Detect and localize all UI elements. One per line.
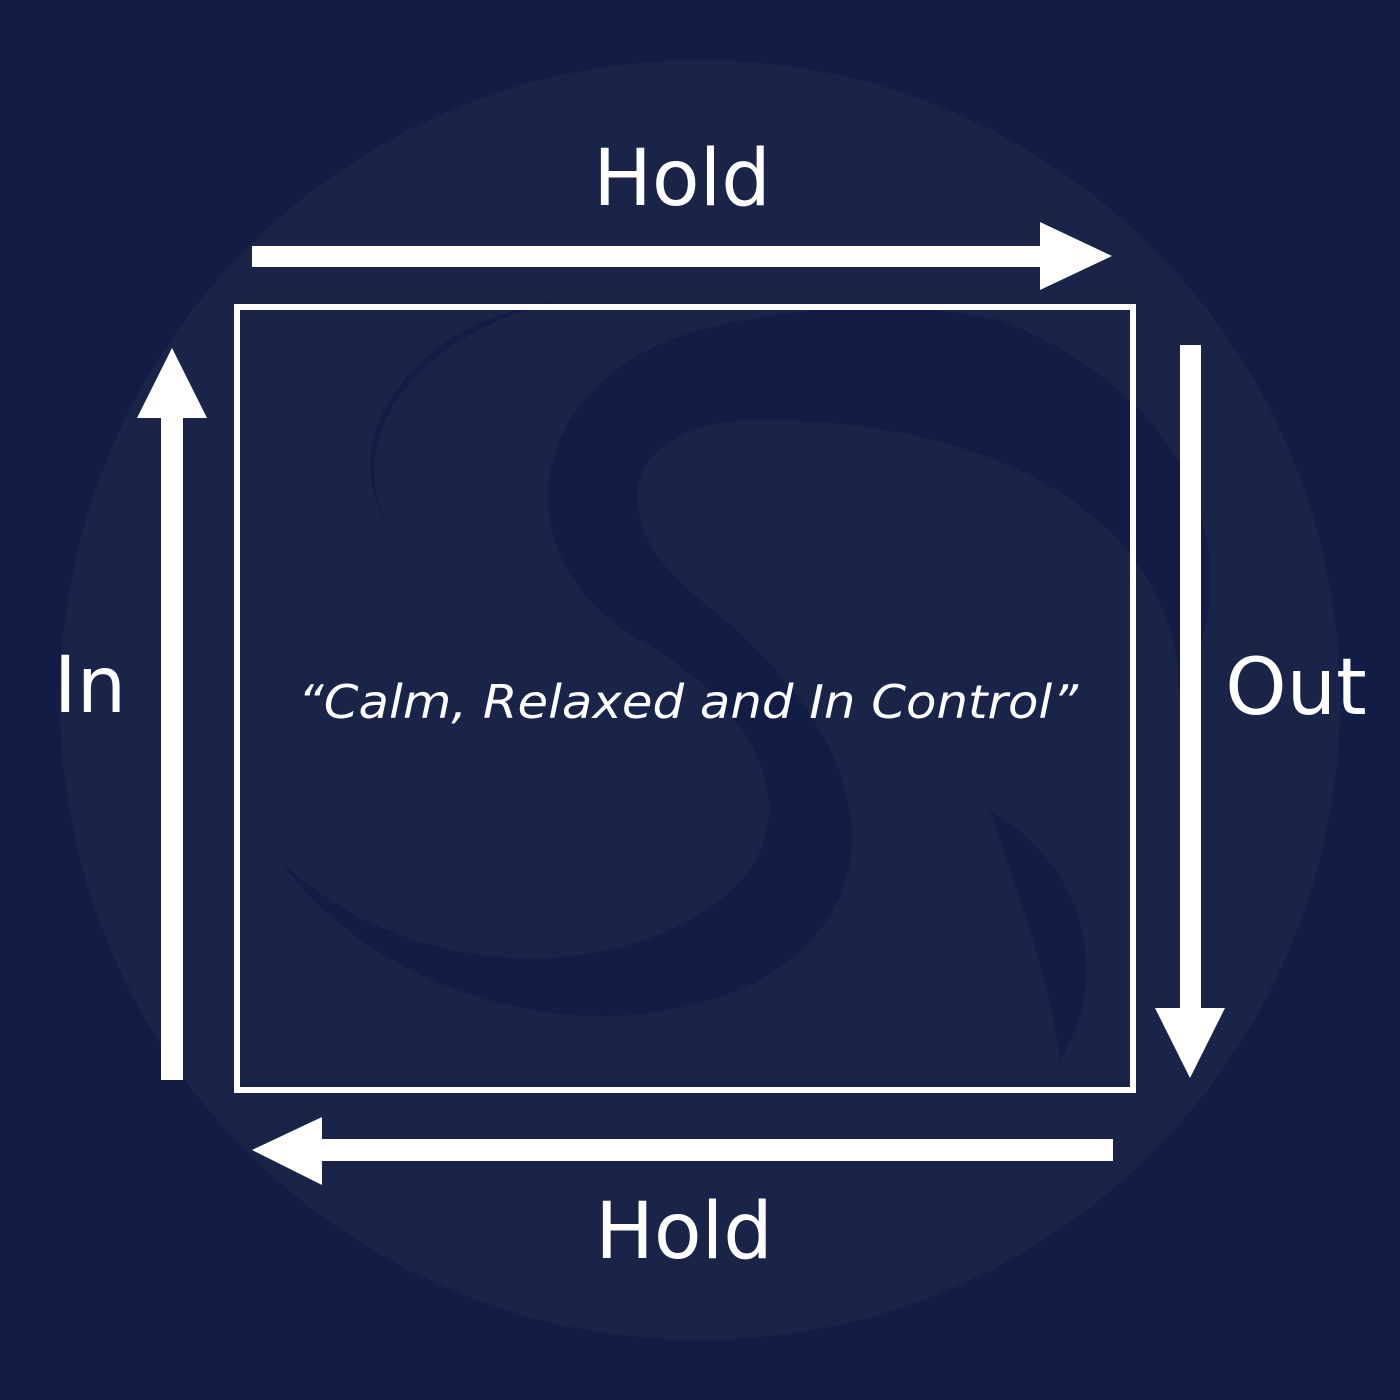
breathing-box (234, 304, 1136, 1093)
label-right-out: Out (1225, 643, 1366, 733)
arrow-down-right (1155, 345, 1225, 1078)
label-bottom-hold: Hold (595, 1187, 773, 1277)
arrow-up-left (137, 348, 207, 1080)
arrow-right-top (252, 222, 1112, 290)
label-left-in: In (54, 641, 126, 731)
swirl-logo-icon (60, 60, 1340, 1340)
arrow-left-bottom (252, 1117, 1113, 1185)
center-quote: “Calm, Relaxed and In Control” (298, 675, 1079, 729)
label-top-hold: Hold (593, 134, 771, 224)
